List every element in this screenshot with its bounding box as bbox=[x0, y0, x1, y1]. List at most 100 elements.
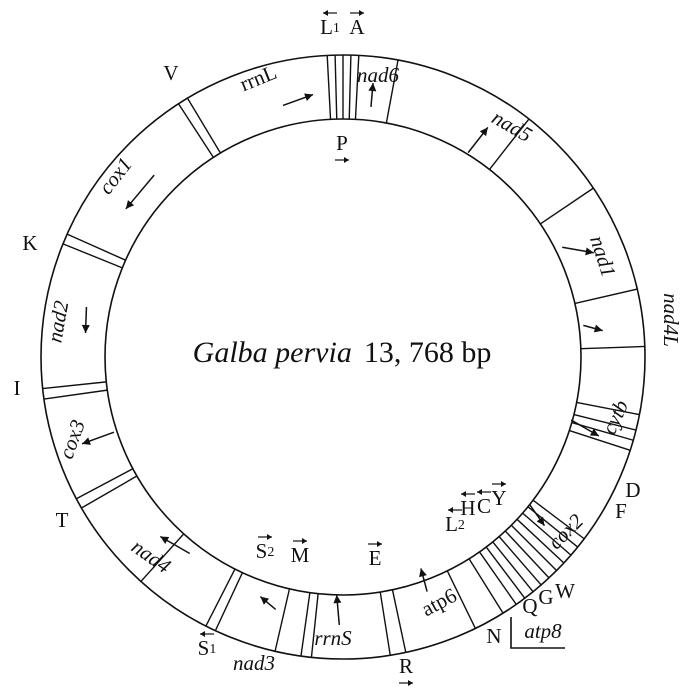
trna-letter: L bbox=[320, 15, 333, 39]
gene-label-atp8: atp8 bbox=[524, 619, 562, 643]
species-name: Galba pervia bbox=[193, 336, 352, 369]
gene-direction-arrow-cytb bbox=[570, 419, 600, 437]
gene-boundary-line bbox=[498, 536, 542, 586]
svg-text:L1: L1 bbox=[320, 15, 340, 39]
strand-arrow-head bbox=[408, 680, 413, 686]
gene-direction-arrow-nad2 bbox=[81, 306, 90, 334]
trna-letter: I bbox=[14, 376, 21, 400]
svg-text:L2: L2 bbox=[445, 512, 465, 536]
trna-letter: L bbox=[445, 512, 458, 536]
trna-index: 1 bbox=[333, 21, 340, 36]
trna-letter: H bbox=[460, 496, 475, 520]
gene-boundaries bbox=[42, 55, 645, 658]
svg-text:S1: S1 bbox=[198, 636, 217, 660]
gene-direction-arrow-nad4 bbox=[159, 535, 191, 555]
svg-text:K: K bbox=[22, 231, 37, 255]
gene-direction-arrow-cox3 bbox=[81, 431, 115, 445]
svg-text:G: G bbox=[538, 585, 553, 609]
trna-letter: R bbox=[399, 654, 413, 678]
gene-boundary-line bbox=[66, 233, 126, 261]
gene-direction-arrow-cox1 bbox=[125, 174, 155, 210]
gene-label-rrns: rrnS bbox=[314, 626, 352, 650]
gene-boundary-line bbox=[43, 389, 108, 400]
strand-arrow-head bbox=[359, 10, 364, 16]
strand-arrow-head bbox=[323, 10, 328, 16]
trna-m: M bbox=[291, 538, 310, 567]
gene-boundary-line bbox=[516, 518, 565, 564]
svg-text:E: E bbox=[369, 546, 382, 570]
gene-direction-arrow-nad1 bbox=[562, 246, 594, 256]
gene-boundary-line bbox=[42, 381, 107, 390]
gene-label-rrnl: rrnL bbox=[236, 60, 280, 96]
trna-letter: W bbox=[555, 579, 575, 603]
svg-text:C: C bbox=[477, 494, 491, 518]
gene-boundary-line bbox=[468, 558, 504, 614]
trna-index: 1 bbox=[209, 642, 216, 657]
strand-arrow-head bbox=[344, 157, 349, 163]
gene-boundary-line bbox=[446, 570, 477, 629]
trna-letter: S bbox=[198, 636, 210, 660]
gene-boundary-line bbox=[62, 243, 123, 269]
gene-boundary-line bbox=[504, 530, 550, 579]
strand-arrow-head bbox=[267, 534, 272, 540]
gene-boundary-line bbox=[334, 55, 338, 120]
gene-boundary-line bbox=[379, 591, 391, 656]
trna-y: Y bbox=[491, 481, 507, 510]
svg-text:R: R bbox=[399, 654, 413, 678]
gene-label-nad6: nad6 bbox=[357, 63, 400, 87]
atp8-bracket bbox=[510, 617, 565, 649]
trna-s2: S2 bbox=[256, 534, 275, 563]
trna-a: A bbox=[349, 10, 365, 39]
strand-arrow-head bbox=[448, 507, 453, 513]
trna-t: T bbox=[56, 508, 69, 532]
trna-l1: L1 bbox=[320, 10, 340, 39]
gene-boundary-line bbox=[391, 589, 407, 653]
gene-label-nad4l: nad4L bbox=[659, 293, 683, 347]
gene-direction-arrow-cox2 bbox=[528, 503, 546, 527]
trna-letter: G bbox=[538, 585, 553, 609]
gene-boundary-line bbox=[478, 551, 517, 605]
genome-size: 13, 768 bp bbox=[364, 336, 492, 369]
svg-text:A: A bbox=[349, 15, 365, 39]
trna-s1: S1 bbox=[198, 631, 217, 660]
gene-boundary-line bbox=[186, 97, 222, 154]
svg-text:M: M bbox=[291, 543, 310, 567]
gene-boundary-line bbox=[354, 55, 360, 120]
gene-boundary-line bbox=[177, 103, 214, 158]
trna-r: R bbox=[399, 654, 413, 686]
gene-boundary-line bbox=[569, 429, 631, 451]
svg-text:D: D bbox=[625, 478, 640, 502]
gene-direction-arrow-nad6 bbox=[368, 82, 377, 108]
trna-k: K bbox=[22, 231, 37, 255]
gene-label-nad2: nad2 bbox=[42, 298, 73, 344]
trna-n: N bbox=[486, 624, 501, 648]
svg-text:H: H bbox=[460, 496, 475, 520]
trna-p: P bbox=[335, 131, 349, 163]
trna-letter: M bbox=[291, 543, 310, 567]
trna-l2: L2 bbox=[445, 507, 465, 536]
gene-direction-arrow-nad4l bbox=[583, 324, 603, 333]
gene-label-nad3: nad3 bbox=[233, 651, 275, 675]
trna-letter: P bbox=[336, 131, 348, 155]
gene-boundary-line bbox=[576, 401, 640, 416]
trna-letter: F bbox=[615, 499, 627, 523]
gene-boundary-line bbox=[274, 588, 291, 652]
strand-arrow-head bbox=[377, 541, 382, 547]
gene-boundary-line bbox=[492, 541, 534, 593]
svg-text:S2: S2 bbox=[256, 539, 275, 563]
strand-arrow-head bbox=[302, 538, 307, 544]
trna-index: 2 bbox=[458, 518, 465, 533]
genome-title: Galba pervia 13, 768 bp bbox=[193, 336, 492, 369]
gene-boundary-line bbox=[574, 288, 638, 305]
strand-arrow-head bbox=[461, 491, 466, 497]
trna-index: 2 bbox=[267, 545, 274, 560]
trna-letter: N bbox=[486, 624, 501, 648]
trna-v: V bbox=[163, 61, 178, 85]
svg-text:V: V bbox=[163, 61, 178, 85]
gene-direction-arrow-rrns bbox=[333, 594, 342, 626]
gene-direction-arrow-atp6 bbox=[419, 568, 428, 592]
svg-text:N: N bbox=[486, 624, 501, 648]
